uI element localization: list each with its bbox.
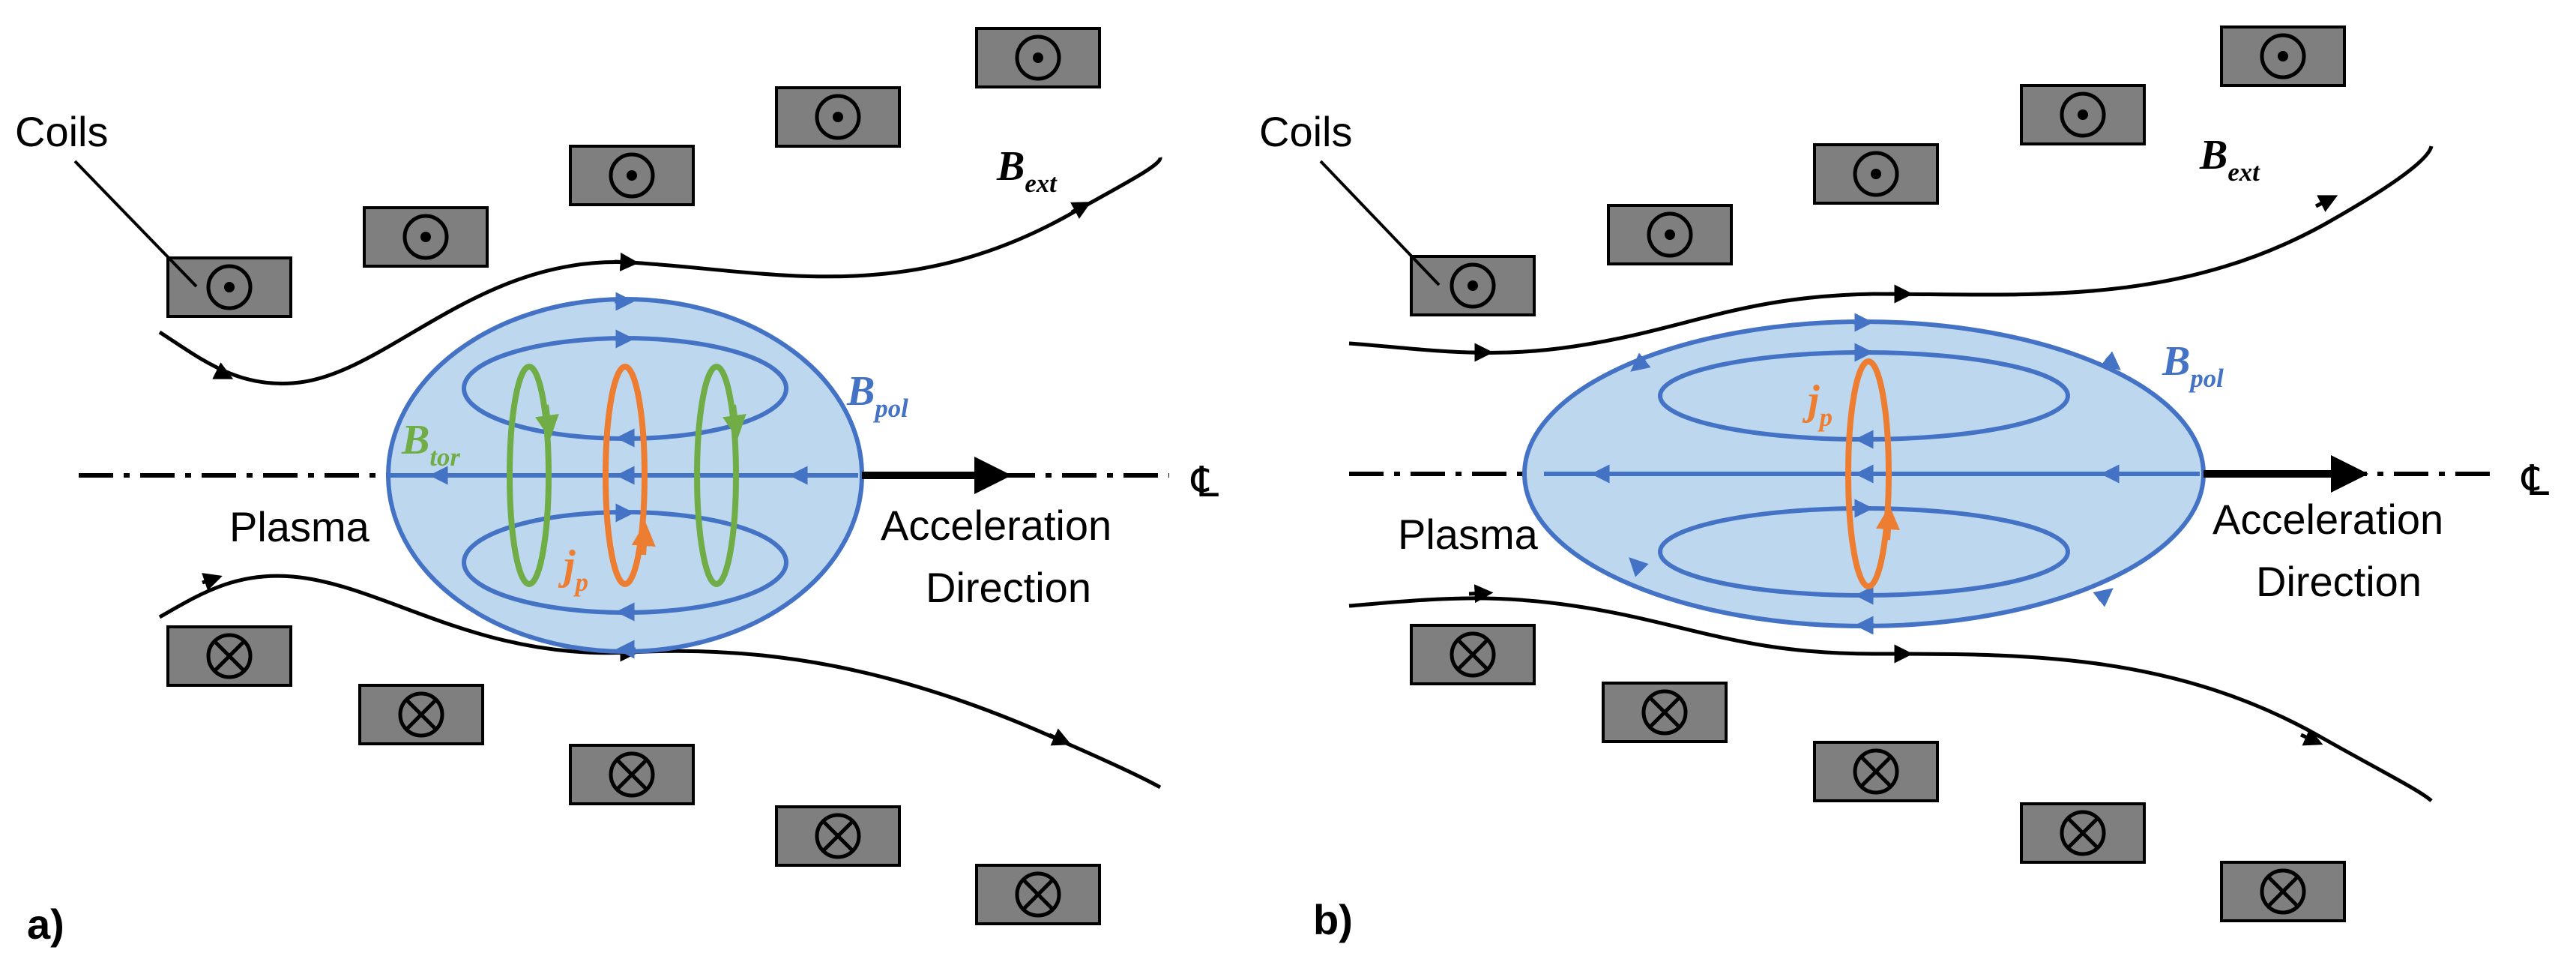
coil-out-a4 [775,86,901,148]
ext-field-line-bottom-b [1348,596,2433,802]
panel-label-b: b) [1313,896,1353,943]
coil-in-a2 [358,684,484,745]
panel-label-a: a) [27,901,64,948]
plasma-label-b: Plasma [1398,511,1539,558]
b-pol-label-b: Bpol [2162,338,2224,393]
b-ext-label-b: Bext [2199,132,2260,187]
panel-a: Coils Plasma Acceleration Direction a) ℄… [15,27,1219,948]
coil-out-a2 [363,206,489,268]
accel-label-2-a: Direction [926,564,1091,611]
coil-out-a5 [975,27,1101,88]
centerline-symbol-a: ℄ [1190,458,1219,505]
panel-b: Coils Plasma Acceleration Direction b) ℄… [1259,25,2549,943]
coil-out-b2 [1607,204,1733,265]
coil-out-a1 [166,256,292,318]
accel-label-1-a: Acceleration [881,502,1111,549]
current-loop-a [603,364,648,587]
coil-in-b3 [1813,741,1939,802]
coil-out-a3 [569,145,695,206]
coils-label-b: Coils [1259,108,1352,155]
coils-pointer-b [1319,160,1441,286]
coil-in-b5 [2220,861,2346,922]
tor-loop-right-a [694,364,739,587]
plasma-label-a: Plasma [229,503,370,550]
coils-pointer-a [73,160,198,288]
coil-out-b5 [2220,25,2346,87]
centerline-symbol-b: ℄ [2521,457,2549,504]
coil-in-b4 [2020,802,2146,864]
tor-loop-left-a [507,364,552,587]
coil-in-a1 [166,625,292,687]
coil-in-b2 [1602,682,1728,743]
coil-out-b1 [1410,255,1536,316]
b-ext-label-a: Bext [996,143,1058,198]
coil-in-a5 [975,864,1101,925]
current-loop-b [1845,358,1892,589]
coil-in-a4 [775,805,901,867]
ext-field-line-top-b [1348,145,2434,355]
b-tor-label-a: Btor [401,417,460,472]
coil-in-a3 [569,744,695,805]
accel-label-1-b: Acceleration [2212,496,2443,543]
b-pol-label-a: Bpol [846,368,908,423]
coil-in-b1 [1410,624,1536,685]
coils-label-a: Coils [15,108,108,155]
accel-label-2-b: Direction [2256,558,2422,605]
coil-out-b3 [1813,143,1939,205]
coil-out-b4 [2020,84,2146,145]
